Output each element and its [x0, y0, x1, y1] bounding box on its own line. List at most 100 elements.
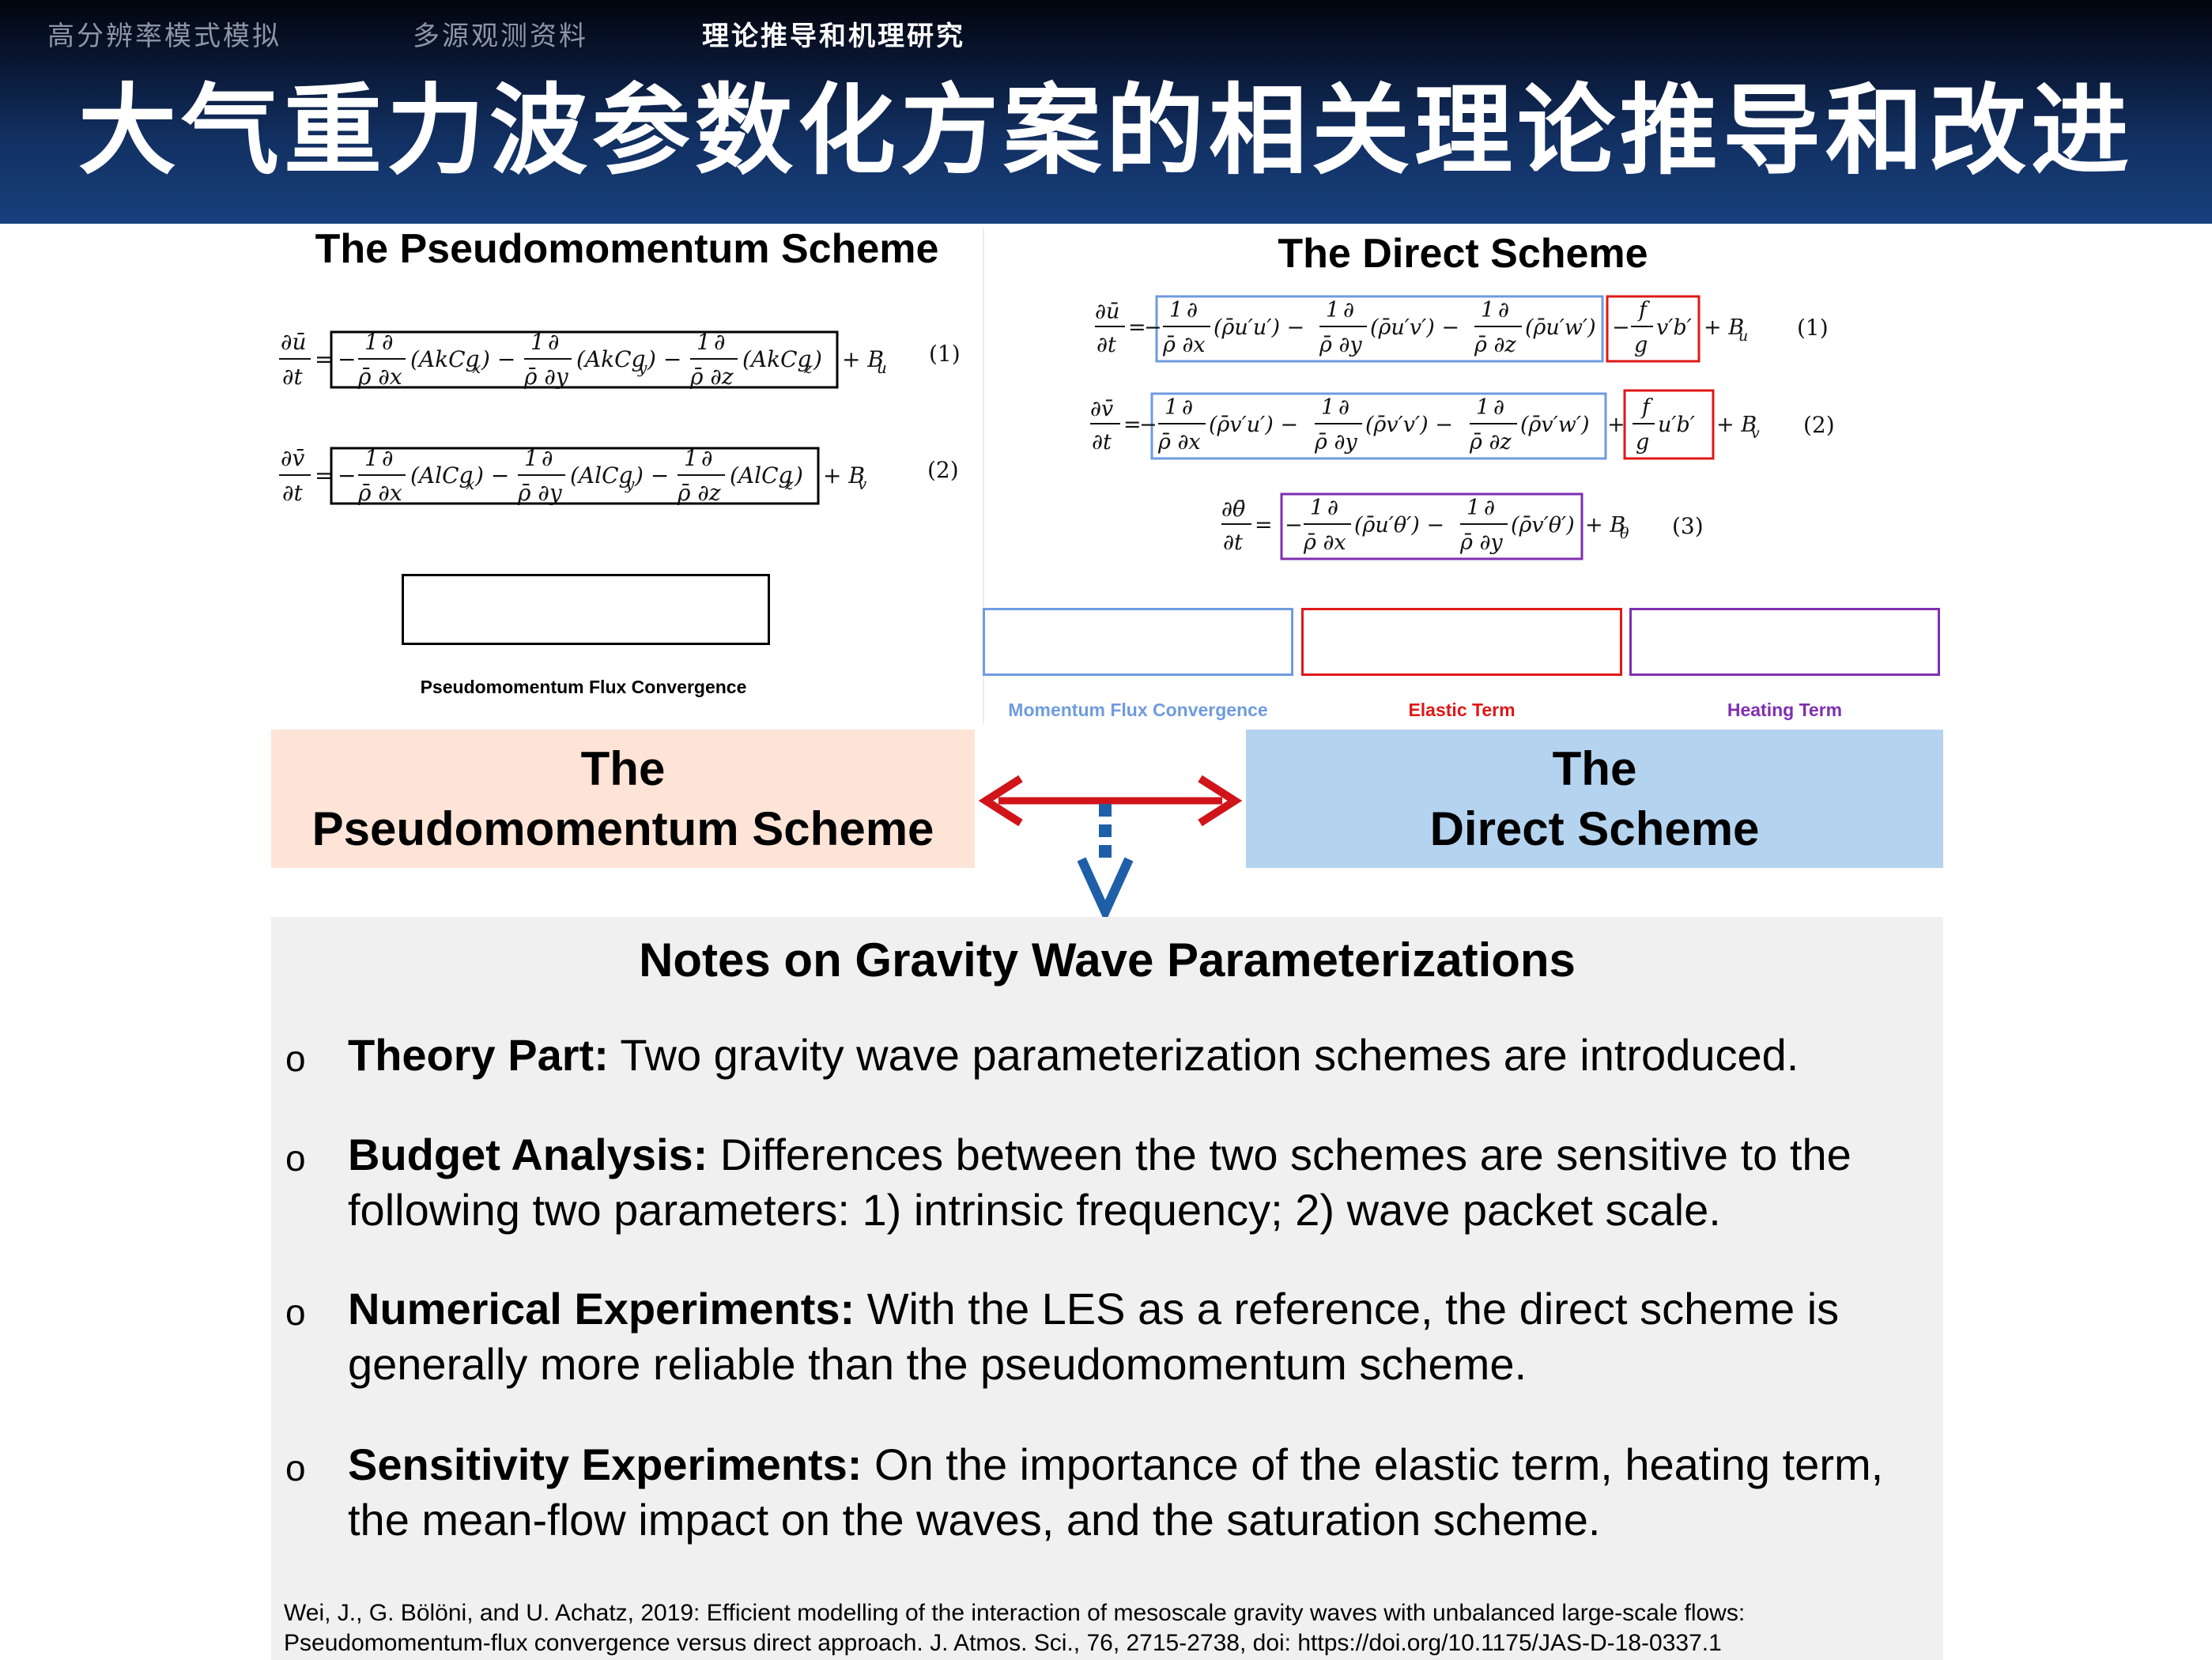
direct-scheme-box: The Direct Scheme	[1246, 730, 1943, 868]
svg-text:) −: ) −	[481, 346, 515, 372]
svg-text:+ B: + B	[1704, 315, 1744, 340]
elastic-term-legend-label: Elastic Term	[1408, 700, 1516, 720]
svg-text:∂ū: ∂ū	[1095, 300, 1119, 324]
svg-text:g: g	[1636, 430, 1649, 455]
svg-text:−: −	[1612, 315, 1630, 340]
bullet-icon: o	[285, 1137, 306, 1179]
svg-text:ρ̄ ∂y: ρ̄ ∂y	[1314, 430, 1357, 455]
svg-text:∂: ∂	[1498, 298, 1509, 323]
direct-equation-1-number: (1)	[1797, 315, 1829, 341]
svg-text:ρ̄ ∂x: ρ̄ ∂x	[1162, 333, 1206, 357]
svg-text:1: 1	[1476, 395, 1489, 420]
svg-text:v′b′: v′b′	[1656, 315, 1692, 340]
svg-text:∂: ∂	[548, 329, 559, 355]
arrows-diagram	[978, 775, 1243, 923]
svg-text:f: f	[1637, 298, 1650, 323]
pseudomomentum-scheme-box: The Pseudomomentum Scheme	[271, 730, 975, 868]
svg-text:(ρ̄v′v′) −: (ρ̄v′v′) −	[1365, 413, 1453, 437]
equation-theta-direct: ∂θ̄∂t = − 1∂ ρ̄ ∂x (ρ̄u′θ′) − 1∂ ρ̄ ∂y (…	[1221, 492, 1629, 560]
svg-text:): )	[794, 462, 803, 489]
note-item-budget: Budget Analysis: Differences between the…	[348, 1127, 1921, 1238]
note-item-numerical: Numerical Experiments: With the LES as a…	[348, 1281, 1921, 1392]
svg-text:v: v	[1751, 424, 1760, 442]
svg-text:1: 1	[696, 329, 711, 355]
direct-equation-1: ∂ū∂t = − 1∂ ρ̄ ∂x (ρ̄u′u′) − 1∂ ρ̄ ∂y (ρ…	[1095, 289, 1885, 372]
svg-text:ρ̄ ∂y: ρ̄ ∂y	[523, 364, 569, 390]
direct-equation-2-number: (2)	[1803, 412, 1835, 438]
pseudomomentum-legend-box	[402, 574, 770, 645]
svg-text:(AlCg: (AlCg	[570, 462, 632, 489]
dashed-down-arrow-icon	[1077, 804, 1134, 923]
svg-text:ρ̄ ∂y: ρ̄ ∂y	[1459, 530, 1503, 555]
svg-text:g: g	[1634, 333, 1648, 357]
note-item-heading: Budget Analysis:	[348, 1130, 708, 1179]
title-banner: 高分辨率模式模拟 多源观测资料 理论推导和机理研究 大气重力波参数化方案的相关理…	[0, 0, 2212, 224]
page-title: 大气重力波参数化方案的相关理论推导和改进	[77, 74, 2134, 188]
svg-text:1: 1	[364, 445, 379, 471]
svg-text:∂: ∂	[701, 445, 712, 471]
svg-text:=: =	[1255, 513, 1273, 538]
nav-tab-theory-mechanism[interactable]: 理论推导和机理研究	[702, 21, 965, 52]
svg-text:1: 1	[1165, 395, 1178, 420]
svg-text:) −: ) −	[647, 346, 681, 372]
elastic-term-legend-box	[1301, 608, 1622, 676]
pseudomomentum-scheme-line1: The	[580, 742, 666, 795]
svg-text:∂v̄: ∂v̄	[281, 445, 304, 471]
svg-text:1: 1	[530, 329, 545, 355]
nav-tab-high-res-simulation[interactable]: 高分辨率模式模拟	[47, 21, 281, 52]
note-item-text: On the importance of the elastic term, h…	[348, 1439, 1884, 1545]
svg-text:y: y	[625, 474, 635, 493]
nav-tab-multi-source-observation[interactable]: 多源观测资料	[413, 21, 588, 52]
svg-text:(ρ̄v′θ′): (ρ̄v′θ′)	[1511, 513, 1575, 538]
svg-text:(AlCg: (AlCg	[730, 462, 792, 489]
svg-text:ρ̄ ∂x: ρ̄ ∂x	[357, 480, 402, 506]
direct-panel: The Direct Scheme ∂ū∂t = − 1∂ ρ̄ ∂x (ρ̄u…	[983, 224, 1943, 730]
pseudomomentum-equation-1-number: (1)	[929, 341, 961, 367]
svg-text:∂: ∂	[1343, 298, 1354, 323]
svg-text:∂: ∂	[1338, 395, 1349, 420]
svg-text:ρ̄ ∂x: ρ̄ ∂x	[1303, 530, 1346, 555]
svg-text:1: 1	[1310, 496, 1323, 520]
citation-line-2: Pseudomomentum-flux convergence versus d…	[284, 1630, 1722, 1656]
svg-text:+ B: + B	[823, 462, 865, 489]
notes-panel: Notes on Gravity Wave Parameterizations …	[271, 917, 1943, 1660]
svg-text:x: x	[466, 474, 474, 493]
svg-text:x: x	[472, 358, 481, 377]
svg-text:+ B: + B	[842, 346, 884, 372]
momentum-flux-legend-box	[983, 608, 1293, 676]
svg-text:∂v̄: ∂v̄	[1090, 397, 1113, 421]
svg-text:+: +	[1607, 413, 1625, 437]
svg-text:=: =	[1128, 315, 1146, 340]
svg-text:ρ̄ ∂z: ρ̄ ∂z	[677, 480, 721, 506]
pseudomomentum-equation-2-number: (2)	[927, 457, 959, 483]
svg-text:−: −	[1144, 315, 1162, 340]
svg-text:) −: ) −	[634, 462, 669, 489]
bullet-icon: o	[285, 1292, 306, 1333]
svg-text:ρ̄ ∂z: ρ̄ ∂z	[1469, 430, 1512, 455]
svg-text:∂: ∂	[1493, 395, 1504, 420]
svg-text:+ B: + B	[1585, 513, 1625, 538]
svg-text:u′b′: u′b′	[1658, 413, 1695, 437]
equation-u-direct: ∂ū∂t = − 1∂ ρ̄ ∂x (ρ̄u′u′) − 1∂ ρ̄ ∂y (ρ…	[1095, 295, 1748, 363]
bullet-icon: o	[285, 1038, 306, 1079]
svg-text:ρ̄ ∂y: ρ̄ ∂y	[1319, 333, 1362, 357]
svg-text:(AkCg: (AkCg	[576, 346, 645, 372]
double-arrow-icon	[978, 775, 1243, 827]
svg-text:(ρ̄u′v′) −: (ρ̄u′v′) −	[1370, 315, 1459, 340]
svg-text:∂ū: ∂ū	[281, 329, 307, 355]
svg-text:1: 1	[364, 329, 379, 355]
citation-line-1: Wei, J., G. Bölöni, and U. Achatz, 2019:…	[284, 1600, 1746, 1626]
svg-text:ρ̄ ∂y: ρ̄ ∂y	[517, 480, 563, 506]
momentum-flux-legend-label: Momentum Flux Convergence	[1008, 700, 1268, 720]
svg-text:): )	[813, 346, 822, 372]
heating-term-legend-label: Heating Term	[1727, 700, 1843, 720]
svg-text:z: z	[784, 474, 794, 493]
svg-text:∂: ∂	[1187, 298, 1198, 323]
svg-text:∂t: ∂t	[1223, 530, 1243, 555]
svg-text:∂: ∂	[1484, 496, 1495, 520]
direct-panel-title: The Direct Scheme	[1278, 231, 1648, 277]
svg-text:(AkCg: (AkCg	[742, 346, 811, 372]
svg-text:∂: ∂	[382, 329, 393, 355]
